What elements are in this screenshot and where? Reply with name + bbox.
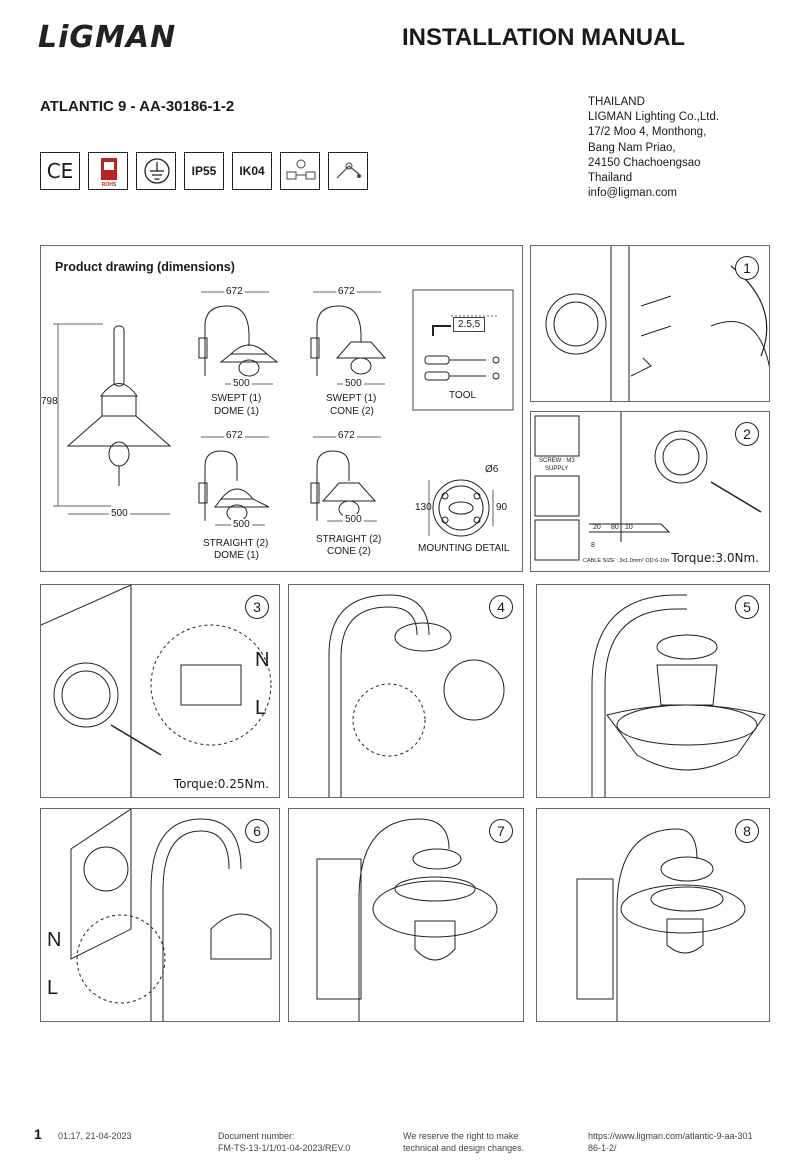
step-7-number: 7 bbox=[489, 819, 513, 843]
mount-height-dim: 90 bbox=[496, 502, 508, 513]
screw-label: SCREW : M3 bbox=[539, 458, 575, 464]
address-line: 24150 Chachoengsao bbox=[588, 156, 701, 169]
doc-number: FM-TS-13-1/1/01-04-2023/REV.0 bbox=[218, 1143, 351, 1153]
v4-top-dim: 672 bbox=[336, 430, 357, 441]
step-7-drawing bbox=[316, 818, 498, 1021]
footer-doc: Document number: FM-TS-13-1/1/01-04-2023… bbox=[218, 1130, 350, 1154]
company-address: THAILAND LIGMAN Lighting Co.,Ltd. 17/2 M… bbox=[588, 95, 719, 201]
product-drawing-panel: Product drawing (dimensions) bbox=[40, 245, 523, 572]
address-line: THAILAND bbox=[588, 96, 645, 108]
url-line[interactable]: 86-1-2/ bbox=[588, 1143, 617, 1153]
mount-width-dim: 130 bbox=[415, 502, 432, 513]
v3-label2: DOME (1) bbox=[214, 550, 259, 561]
footer-rights: We reserve the right to make technical a… bbox=[403, 1130, 524, 1154]
footer-url[interactable]: https://www.ligman.com/atlantic-9-aa-301… bbox=[588, 1130, 753, 1154]
ip-rating-badge: IP55 bbox=[184, 152, 224, 190]
v4-bottom-dim: 500 bbox=[343, 514, 364, 525]
v4-label1: STRAIGHT (2) bbox=[316, 534, 382, 545]
address-line: Bang Nam Priao, bbox=[588, 141, 676, 154]
step-2-panel: SCREW : M3 SUPPLY 20 80 10 8 CABLE SIZE … bbox=[530, 411, 770, 572]
v3-top-dim: 672 bbox=[224, 430, 245, 441]
step-6-panel: N L 6 bbox=[40, 808, 280, 1022]
wiring-class-icon bbox=[280, 152, 320, 190]
ik-rating-badge: IK04 bbox=[232, 152, 272, 190]
step-2-torque: Torque:3.0Nm. bbox=[669, 551, 761, 565]
step-8-drawing bbox=[576, 828, 746, 1021]
v1-label1: SWEPT (1) bbox=[211, 393, 262, 404]
step-7-panel: 7 bbox=[288, 808, 524, 1022]
live-label: L bbox=[255, 697, 267, 719]
step-1-panel: 1 bbox=[530, 245, 770, 402]
footer-date: 01:17, 21-04-2023 bbox=[58, 1131, 132, 1141]
step-3-panel: N L 3 Torque:0.25Nm. bbox=[40, 584, 280, 798]
tool-size: 2.5,5 bbox=[453, 317, 486, 332]
step-5-drawing bbox=[591, 594, 766, 797]
url-line[interactable]: https://www.ligman.com/atlantic-9-aa-301 bbox=[588, 1131, 753, 1141]
height-dim: 798 bbox=[41, 396, 58, 407]
ce-mark-icon: CE bbox=[40, 152, 80, 190]
neutral-label: N bbox=[255, 649, 270, 671]
tool-label: TOOL bbox=[449, 390, 477, 401]
v3-bottom-dim: 500 bbox=[231, 519, 252, 530]
mount-hole-dim: Ø6 bbox=[485, 464, 499, 475]
v4-label2: CONE (2) bbox=[327, 546, 371, 557]
class-1-earth-icon bbox=[136, 152, 176, 190]
ligman-logo: LiGMAN bbox=[38, 20, 177, 55]
live-label-6: L bbox=[47, 977, 59, 999]
step-6-drawing bbox=[70, 809, 272, 1021]
v2-bottom-dim: 500 bbox=[343, 378, 364, 389]
certification-badges: CE ROHS IP55 IK04 bbox=[40, 152, 368, 190]
address-line: Thailand bbox=[588, 172, 633, 185]
width-dim: 500 bbox=[109, 508, 130, 519]
strip-80: 80 bbox=[611, 524, 619, 531]
page-number: 1 bbox=[34, 1126, 42, 1142]
fire-safety-icon: ROHS bbox=[88, 152, 128, 190]
step-1-number: 1 bbox=[735, 256, 759, 280]
v3-label1: STRAIGHT (2) bbox=[203, 538, 269, 549]
v2-label1: SWEPT (1) bbox=[326, 393, 377, 404]
step-1-drawing bbox=[545, 246, 769, 401]
doc-label: Document number: bbox=[218, 1131, 295, 1141]
product-drawing-svg bbox=[53, 289, 514, 537]
step-5-panel: 5 bbox=[536, 584, 770, 798]
v1-label2: DOME (1) bbox=[214, 406, 259, 417]
step-5-number: 5 bbox=[735, 595, 759, 619]
cable-size-label: CABLE SIZE : 3x1.0mm² OD:6-10mm bbox=[583, 558, 676, 564]
step-4-drawing bbox=[328, 594, 505, 797]
strip-8: 8 bbox=[591, 542, 595, 549]
step-6-number: 6 bbox=[245, 819, 269, 843]
strip-20: 20 bbox=[593, 524, 601, 531]
step-3-torque: Torque:0.25Nm. bbox=[171, 777, 271, 791]
rights-line: We reserve the right to make bbox=[403, 1131, 519, 1141]
step-8-number: 8 bbox=[735, 819, 759, 843]
step-8-panel: 8 bbox=[536, 808, 770, 1022]
mount-label: MOUNTING DETAIL bbox=[418, 543, 510, 554]
page-title: INSTALLATION MANUAL bbox=[402, 24, 686, 51]
address-email: info@ligman.com bbox=[588, 187, 678, 200]
model-name: ATLANTIC 9 - AA-30186-1-2 bbox=[40, 98, 235, 115]
step-4-panel: 4 bbox=[288, 584, 524, 798]
v2-top-dim: 672 bbox=[336, 286, 357, 297]
step-3-drawing bbox=[41, 585, 272, 797]
supply-label: SUPPLY bbox=[545, 466, 569, 472]
v1-top-dim: 672 bbox=[224, 286, 245, 297]
step-3-number: 3 bbox=[245, 595, 269, 619]
strip-10: 10 bbox=[625, 524, 633, 531]
svg-text:ROHS: ROHS bbox=[102, 182, 117, 188]
address-line: 17/2 Moo 4, Monthong, bbox=[588, 126, 707, 139]
product-drawing-title: Product drawing (dimensions) bbox=[55, 260, 235, 274]
address-line: LIGMAN Lighting Co.,Ltd. bbox=[588, 111, 720, 124]
neutral-label-6: N bbox=[47, 929, 62, 951]
rights-line: technical and design changes. bbox=[403, 1143, 525, 1153]
step-2-drawing bbox=[534, 412, 762, 561]
connection-icon bbox=[328, 152, 368, 190]
v2-label2: CONE (2) bbox=[330, 406, 374, 417]
v1-bottom-dim: 500 bbox=[231, 378, 252, 389]
step-4-number: 4 bbox=[489, 595, 513, 619]
step-2-number: 2 bbox=[735, 422, 759, 446]
